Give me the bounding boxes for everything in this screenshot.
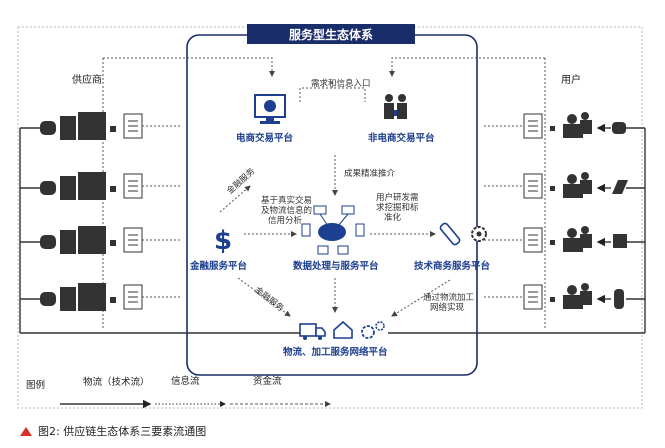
test-tube-icon: [439, 222, 461, 246]
user-rows: [523, 112, 645, 310]
supplier-group-label: 供应商: [72, 75, 102, 86]
user-row: [523, 172, 645, 199]
gear-icon: [471, 226, 487, 242]
result-note: 成果精准推介: [344, 169, 396, 179]
demand-bracket: [299, 87, 366, 102]
credit-note-2: 及物流信息的: [261, 206, 313, 216]
legend-info-label: 信息流: [171, 376, 200, 387]
ecommerce-platform-label: 电商交易平台: [236, 133, 294, 144]
legend-material-label: 物流（技术流）: [83, 377, 150, 388]
ecosystem-title: 服务型生态体系: [247, 24, 415, 44]
supplier-row: [20, 226, 143, 254]
credit-note-1: 基于真实交易: [261, 196, 313, 206]
supplier-rows: [20, 112, 143, 311]
finance-platform-label: 金融服务平台: [190, 261, 248, 272]
info-flow-left-top: [103, 57, 275, 77]
rd-note-3: 准化: [384, 213, 402, 223]
arrow-finance-upper: [219, 185, 251, 213]
caption-arrow-icon: [20, 426, 32, 436]
user-row: [523, 283, 645, 310]
rd-note-2: 求挖掘和标: [376, 203, 419, 213]
caption-text: 图2: 供应链生态体系三要素流通图: [38, 425, 207, 438]
user-group-label: 用户: [561, 75, 581, 86]
supplier-info-links: [142, 125, 180, 298]
figure-caption: 图2: 供应链生态体系三要素流通图: [20, 423, 206, 439]
gears-icon: [361, 321, 385, 339]
legend-title: 图例: [26, 380, 46, 391]
monitor-icon: [254, 94, 286, 124]
demand-note: 需求和信息入口: [311, 79, 371, 89]
rd-note-1: 用户研发需: [376, 193, 419, 203]
supplier-row: [20, 172, 143, 200]
data-platform-label: 数据处理与服务平台: [293, 261, 379, 272]
supplier-row: [20, 112, 143, 140]
credit-note-3: 信用分析: [268, 216, 303, 226]
dollar-icon: $: [214, 226, 232, 256]
info-flow-right-top: [389, 57, 545, 77]
truck-icon: [299, 323, 326, 340]
process-note-2: 网络实现: [430, 303, 465, 313]
supplier-row: [20, 283, 143, 311]
tech-platform-label: 技术商务服务平台: [414, 261, 491, 272]
warehouse-icon: [333, 320, 353, 339]
people-icon: [384, 94, 407, 119]
user-row: [523, 226, 645, 253]
non-ecommerce-platform-label: 非电商交易平台: [368, 133, 435, 144]
legend-money-label: 资金流: [253, 376, 282, 387]
cloud-network-icon: [301, 205, 365, 255]
process-note-1: 通过物流加工: [423, 293, 475, 303]
logistics-platform-label: 物流、加工服务网络平台: [283, 347, 388, 358]
arrow-tech-logistics: [391, 279, 451, 317]
arrow-finance-lower: [237, 277, 291, 317]
user-row: [523, 112, 645, 139]
